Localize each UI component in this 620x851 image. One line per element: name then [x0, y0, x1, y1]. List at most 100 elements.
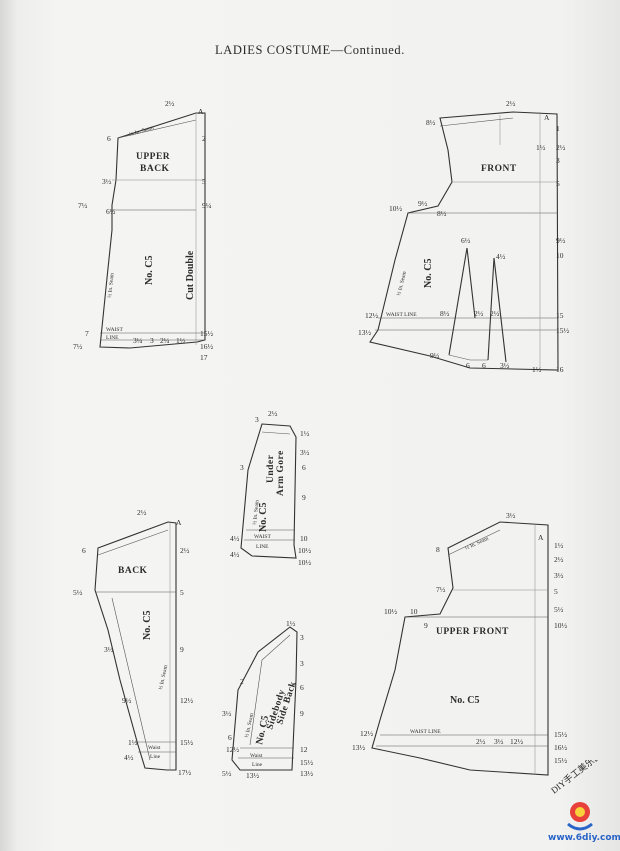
measurement-label: 15½: [300, 758, 314, 767]
measurement-label: 12½: [510, 737, 524, 746]
measurement-label: 15½: [180, 738, 194, 747]
measurement-label: 10½: [389, 204, 403, 213]
measurement-label: 13½: [352, 743, 366, 752]
measurement-label: 1½: [176, 336, 186, 345]
measurement-label: 1½: [300, 429, 310, 438]
measurement-label: 3½: [500, 361, 510, 370]
upper-back-number: No. C5: [144, 256, 155, 285]
measurement-label: 9½: [418, 199, 428, 208]
measurement-label: 12½: [360, 729, 374, 738]
upper-back-name-1: UPPER: [136, 152, 170, 162]
measurement-label: 1: [556, 124, 560, 133]
measurement-label: 12½: [226, 745, 240, 754]
measurement-label: 4½: [124, 753, 134, 762]
watermark-url: www.6diy.com: [548, 833, 620, 843]
measurement-label: 10½: [554, 621, 568, 630]
measurement-label: 2: [202, 134, 206, 143]
measurement-label: 2½: [476, 737, 486, 746]
measurement-label: 2½: [506, 99, 516, 108]
measurement-label: 6: [482, 361, 486, 370]
side-back-number: No. C5: [254, 715, 271, 746]
measurement-label: 2½: [490, 309, 500, 318]
measurement-label: 15½: [200, 329, 214, 338]
measurement-label: 3½: [554, 571, 564, 580]
measurement-label: 15½: [556, 326, 570, 335]
measurement-label: 8½: [437, 209, 447, 218]
front-seam: ½ In. Seam: [395, 270, 408, 297]
measurement-label: 9½: [430, 351, 440, 360]
measurement-label: 6: [228, 733, 232, 742]
side-back-waist: Waist: [250, 753, 263, 759]
site-watermark: DIY手工美乐部: [548, 760, 603, 831]
measurement-label: 3: [556, 156, 560, 165]
measurement-label: A: [176, 518, 182, 527]
upper-front-pattern: UPPER FRONT No. C5 WAIST LINE ½ In. Seam…: [352, 511, 568, 776]
upper-back-line: LINE: [106, 335, 119, 341]
measurement-label: 3: [300, 633, 304, 642]
measurement-label: 8½: [426, 118, 436, 127]
back-seam: ½ In. Seam: [157, 664, 169, 691]
measurement-label: 2: [240, 677, 244, 686]
measurement-label: 8½: [440, 309, 450, 318]
measurement-label: 9½: [556, 236, 566, 245]
measurement-label: 10: [556, 251, 564, 260]
measurement-label: 4½: [230, 550, 240, 559]
back-number: No. C5: [142, 611, 153, 640]
upper-back-note: Cut Double: [185, 250, 196, 300]
under-arm-waist: WAIST: [254, 534, 271, 540]
measurement-label: 5: [202, 177, 206, 186]
measurement-label: 9: [300, 709, 304, 718]
measurement-label: A: [538, 533, 544, 542]
front-pattern: FRONT No. C5 WAIST LINE ½ In. Seam 2½ A …: [358, 99, 570, 374]
measurement-label: 7½: [78, 201, 88, 210]
under-arm-gore-pattern: Under Arm Gore No. C5 ½ In. Seam WAIST L…: [230, 409, 312, 567]
measurement-label: 5½: [73, 588, 83, 597]
upper-front-name: UPPER FRONT: [436, 627, 509, 637]
measurement-label: 9: [424, 621, 428, 630]
measurement-label: 3½: [494, 737, 504, 746]
measurement-label: 3½: [104, 645, 114, 654]
under-arm-number: No. C5: [258, 503, 269, 532]
front-number: No. C5: [423, 259, 434, 288]
under-arm-line: LINE: [256, 544, 269, 550]
measurement-label: 10½: [298, 558, 312, 567]
measurement-label: 12: [300, 745, 308, 754]
measurement-label: 6½: [106, 207, 116, 216]
measurement-label: 6: [466, 361, 470, 370]
measurement-label: 1½: [532, 365, 542, 374]
measurement-label: 4½: [230, 534, 240, 543]
measurement-label: 3¼: [133, 336, 143, 345]
measurement-label: 8: [436, 545, 440, 554]
measurement-label: 3: [300, 659, 304, 668]
front-waist-line: WAIST LINE: [386, 312, 417, 318]
under-arm-name-1: Under: [266, 454, 276, 483]
side-back-pattern: Side Back Sidebody No. C5 ½ In. Seam Wai…: [222, 619, 314, 780]
measurement-label: 9¼: [202, 201, 212, 210]
measurement-label: 15: [556, 311, 564, 320]
side-back-seam: ½ In. Seam: [243, 712, 255, 739]
measurement-label: 3½: [102, 177, 112, 186]
measurement-label: 5: [180, 588, 184, 597]
measurement-label: 17: [200, 353, 208, 362]
back-line: Line: [150, 754, 161, 760]
measurement-label: 2½: [554, 555, 564, 564]
measurement-label: 2½: [165, 99, 175, 108]
upper-back-seam: ½ In. Seam: [106, 272, 116, 298]
measurement-label: 4½: [496, 252, 506, 261]
measurement-label: 6: [302, 463, 306, 472]
page-title: LADIES COSTUME—Continued.: [215, 43, 405, 57]
measurement-label: 1½: [536, 143, 546, 152]
measurement-label: 9: [180, 645, 184, 654]
measurement-label: 16½: [554, 743, 568, 752]
measurement-label: 7½: [436, 585, 446, 594]
measurement-label: 15½: [554, 756, 568, 765]
measurement-label: 2½: [556, 143, 566, 152]
measurement-label: 16½: [200, 342, 214, 351]
upper-front-seam: ½ In. Seam: [464, 535, 490, 552]
upper-front-number: No. C5: [450, 695, 479, 706]
measurement-label: 5: [556, 179, 560, 188]
measurement-label: 5½: [222, 769, 232, 778]
measurement-label: 10½: [298, 546, 312, 555]
